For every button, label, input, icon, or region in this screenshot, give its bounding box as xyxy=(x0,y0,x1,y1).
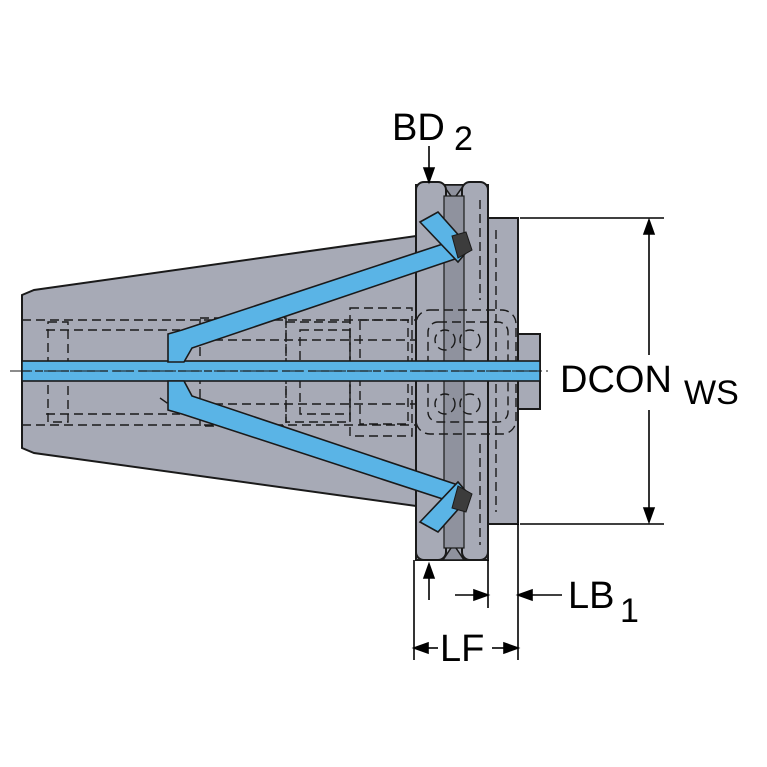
label-lb1: LB 1 xyxy=(568,575,639,630)
label-lf-main: LF xyxy=(440,628,484,670)
label-bd2-sub: 2 xyxy=(454,120,473,158)
label-lb1-main: LB xyxy=(568,575,614,617)
dimension-lines xyxy=(411,146,664,660)
label-dcon-sub: WS xyxy=(684,374,739,412)
label-dcon-ws: DCON WS xyxy=(560,359,739,412)
label-bd2-main: BD xyxy=(392,107,445,149)
label-bd2: BD 2 xyxy=(392,107,473,158)
label-dcon-main: DCON xyxy=(560,359,672,401)
label-lf: LF xyxy=(440,628,484,670)
label-lb1-sub: 1 xyxy=(620,592,639,630)
